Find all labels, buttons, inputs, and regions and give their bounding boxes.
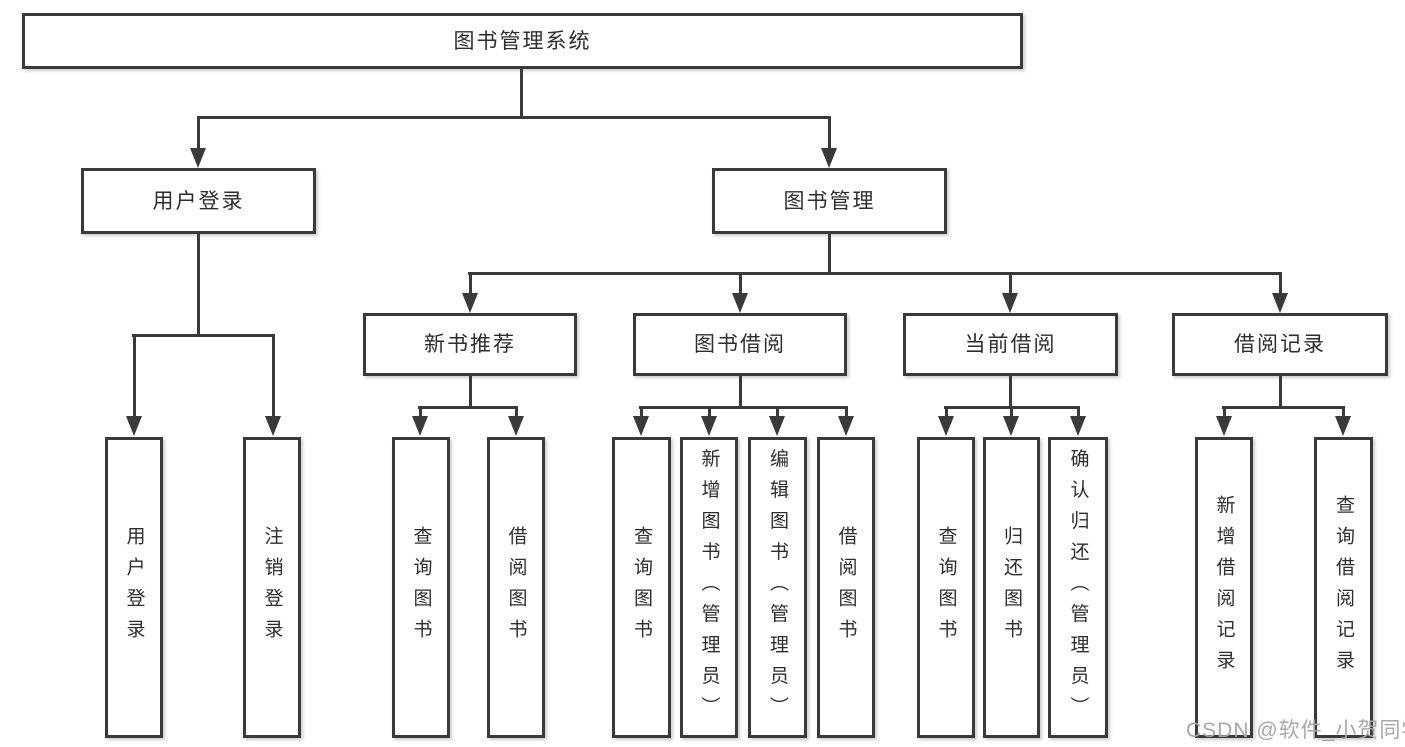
arrow-down-to-new-book-recommend	[462, 273, 478, 313]
leaf-label: 查询图书	[935, 525, 957, 650]
leaf-label: 归还图书	[1001, 525, 1022, 650]
node-label: 图书管理	[783, 189, 876, 213]
connector-borrowing-stub	[739, 376, 742, 409]
connector-bookmgmt-rail	[468, 272, 1282, 275]
leaf-label: 编辑图书（管理员）	[767, 448, 788, 727]
leaf-label: 注销登录	[261, 525, 283, 650]
node-label: 图书管理系统	[453, 29, 592, 53]
leaf-label: 查询图书	[410, 525, 432, 650]
leaf-label: 借阅图书	[835, 525, 857, 650]
leaf-add-books-admin: 新增图书（管理员）	[680, 437, 738, 738]
arrow-down-to-leaf-query-books-recommend	[412, 407, 428, 436]
arrow-down-to-leaf-query-books-current	[938, 407, 954, 436]
arrow-down-to-leaf-borrow-books	[838, 407, 854, 436]
leaf-label: 新增借阅记录	[1213, 494, 1235, 681]
leaf-label: 确认归还（管理员）	[1067, 448, 1089, 727]
connector-current-stub	[1009, 376, 1012, 409]
leaf-confirm-return-admin: 确认归还（管理员）	[1048, 437, 1108, 738]
node-current-borrowing: 当前借阅	[903, 313, 1118, 376]
arrow-down-to-user-login	[190, 117, 206, 168]
leaf-return-books: 归还图书	[983, 437, 1040, 738]
arrow-down-to-leaf-user-login	[126, 335, 142, 436]
node-borrowing-records: 借阅记录	[1172, 313, 1388, 376]
arrow-down-to-leaf-query-books-borrowing	[633, 407, 649, 436]
node-label: 用户登录	[152, 189, 245, 213]
connector-userlogin-rail	[132, 334, 275, 337]
leaf-label: 借阅图书	[505, 525, 527, 650]
connector-recommend-rail	[418, 406, 518, 409]
node-new-book-recommend: 新书推荐	[363, 313, 577, 376]
node-book-management-system: 图书管理系统	[22, 13, 1023, 69]
leaf-borrow-books: 借阅图书	[817, 437, 875, 738]
arrow-down-to-book-management	[821, 117, 837, 168]
connector-records-stub	[1279, 376, 1282, 409]
node-label: 图书借阅	[694, 333, 786, 356]
arrow-down-to-leaf-add-books	[701, 407, 717, 436]
leaf-query-books-recommend: 查询图书	[392, 437, 450, 738]
connector-level1-rail	[197, 116, 831, 119]
connector-recommend-stub	[469, 376, 472, 409]
leaf-logout: 注销登录	[243, 437, 301, 738]
leaf-label: 用户登录	[123, 525, 145, 650]
node-label: 新书推荐	[424, 333, 516, 356]
arrow-down-to-book-borrowing	[732, 273, 748, 313]
arrow-down-to-current-borrowing	[1002, 273, 1018, 313]
leaf-user-login: 用户登录	[105, 437, 163, 738]
node-label: 当前借阅	[964, 333, 1057, 356]
arrow-down-to-leaf-confirm-return	[1070, 407, 1086, 436]
leaf-label: 查询借阅记录	[1333, 494, 1354, 681]
arrow-down-to-leaf-logout	[265, 335, 281, 436]
arrow-down-to-borrowing-records	[1272, 273, 1288, 313]
leaf-label: 新增图书（管理员）	[698, 448, 720, 727]
leaf-query-borrow-record: 查询借阅记录	[1314, 437, 1373, 738]
connector-root-stem	[520, 69, 523, 119]
csdn-watermark: CSDN @软件_小贺同学	[1186, 719, 1405, 742]
arrow-down-to-leaf-edit-books	[769, 407, 785, 436]
node-user-login: 用户登录	[81, 168, 316, 234]
leaf-add-borrow-record: 新增借阅记录	[1195, 437, 1253, 738]
arrow-down-to-leaf-add-borrow-record	[1216, 407, 1232, 436]
connector-records-rail	[1222, 406, 1345, 409]
arrow-down-to-leaf-query-borrow-record	[1335, 407, 1351, 436]
arrow-down-to-leaf-return-books	[1003, 407, 1019, 436]
arrow-down-to-leaf-borrow-books-recommend	[508, 407, 524, 436]
node-book-borrowing: 图书借阅	[633, 313, 847, 376]
leaf-edit-books-admin: 编辑图书（管理员）	[748, 437, 807, 738]
leaf-label: 查询图书	[631, 525, 652, 650]
connector-userlogin-stem	[197, 234, 200, 337]
connector-bookmgmt-stem	[828, 234, 831, 275]
leaf-query-books-current: 查询图书	[917, 437, 975, 738]
node-label: 借阅记录	[1234, 333, 1326, 356]
node-book-management: 图书管理	[712, 168, 947, 234]
leaf-borrow-books-recommend: 借阅图书	[487, 437, 545, 738]
leaf-query-books-borrowing: 查询图书	[612, 437, 671, 738]
connector-borrowing-rail	[639, 406, 848, 409]
